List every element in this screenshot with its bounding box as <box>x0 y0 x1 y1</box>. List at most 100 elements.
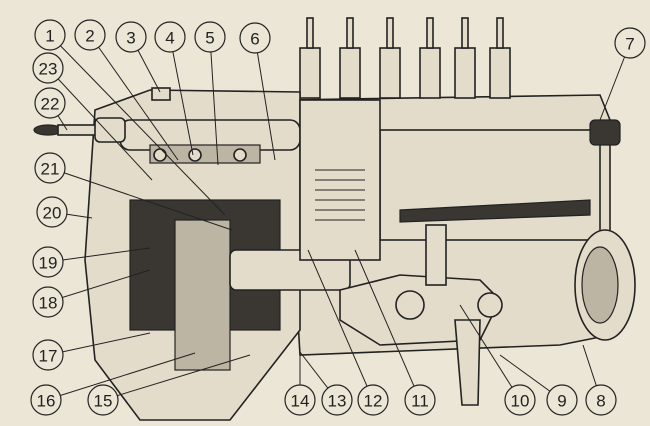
callout-number: 2 <box>85 27 94 46</box>
delivery-pipe-stub <box>426 17 434 49</box>
leader-line-16 <box>45 352 196 401</box>
callout-4: 4 <box>154 21 186 53</box>
callout-number: 13 <box>328 392 347 411</box>
callout-circle <box>504 384 536 416</box>
callout-number: 21 <box>41 160 60 179</box>
callout-18: 18 <box>32 286 64 318</box>
delivery-valve-holder <box>339 47 361 99</box>
callout-circle <box>34 19 66 51</box>
callout-number: 12 <box>364 392 383 411</box>
leader-line-6 <box>254 37 276 161</box>
delivery-valve-holders <box>299 17 511 99</box>
callout-circle <box>614 27 646 59</box>
callout-circle <box>585 384 617 416</box>
plunger-spring <box>315 169 365 221</box>
callout-circle <box>154 21 186 53</box>
leader-line-12 <box>307 249 374 401</box>
leader-line-1 <box>49 34 226 216</box>
callout-number: 3 <box>126 29 135 48</box>
leader-line-11 <box>354 249 421 401</box>
callout-circle <box>34 87 66 119</box>
delivery-pipe-stub <box>461 17 469 49</box>
callout-number: 20 <box>43 204 62 223</box>
callout-circle <box>32 286 64 318</box>
bolt <box>188 148 202 162</box>
callout-number: 1 <box>45 27 54 46</box>
callout-circle <box>74 19 106 51</box>
callout-circle <box>30 384 62 416</box>
callout-17: 17 <box>32 339 64 371</box>
delivery-valve-holder <box>379 47 401 99</box>
leader-line-21 <box>49 167 233 231</box>
inlet-union <box>94 117 126 143</box>
callout-circle <box>32 246 64 278</box>
delivery-pipe-stub <box>386 17 394 49</box>
callout-1: 1 <box>34 19 66 51</box>
callout-2: 2 <box>74 19 106 51</box>
delivery-valve-holder <box>419 47 441 99</box>
leader-line-15 <box>102 354 251 401</box>
callout-6: 6 <box>239 22 271 54</box>
callout-10: 10 <box>504 384 536 416</box>
callout-circle <box>32 339 64 371</box>
callout-number: 11 <box>411 392 429 411</box>
callout-number: 22 <box>41 95 60 114</box>
callout-number: 18 <box>39 294 58 313</box>
callout-23: 23 <box>32 52 64 84</box>
filler-cap <box>151 87 171 101</box>
sediment-bowl <box>454 319 481 406</box>
delivery-valve-holder <box>299 47 321 99</box>
callout-19: 19 <box>32 246 64 278</box>
housing-shadow <box>399 199 591 223</box>
feed-pump-nut <box>395 290 425 320</box>
bolt <box>153 148 167 162</box>
callout-14: 14 <box>284 384 316 416</box>
callout-number: 8 <box>596 392 605 411</box>
callout-9: 9 <box>546 384 578 416</box>
delivery-pipe-stub <box>346 17 354 49</box>
callout-13: 13 <box>321 384 353 416</box>
callout-12: 12 <box>357 384 389 416</box>
callout-22: 22 <box>34 87 66 119</box>
bolt <box>233 148 247 162</box>
callout-11: 11 <box>404 384 436 416</box>
callout-8: 8 <box>585 384 617 416</box>
callout-20: 20 <box>36 196 68 228</box>
callout-number: 19 <box>39 254 58 273</box>
callout-circle <box>87 384 119 416</box>
delivery-pipe-stub <box>496 17 504 49</box>
delivery-valve-holder <box>489 47 511 99</box>
callout-number: 6 <box>250 30 259 49</box>
callout-21: 21 <box>34 152 66 184</box>
callout-circle <box>546 384 578 416</box>
callout-7: 7 <box>614 27 646 59</box>
callout-number: 10 <box>511 392 530 411</box>
callout-circle <box>36 196 68 228</box>
callout-circle <box>239 22 271 54</box>
callout-circle <box>115 21 147 53</box>
housing-side-panel <box>379 129 601 241</box>
leader-line-4 <box>169 36 194 156</box>
callout-number: 15 <box>94 392 113 411</box>
callout-number: 23 <box>39 60 58 79</box>
leader-line-5 <box>209 36 219 166</box>
callout-circle <box>357 384 389 416</box>
callout-circle <box>194 21 226 53</box>
callout-number: 16 <box>37 392 56 411</box>
callout-5: 5 <box>194 21 226 53</box>
governor-weights <box>174 219 231 371</box>
leader-line-23 <box>47 67 153 181</box>
leader-line-18 <box>47 269 151 303</box>
breather <box>589 119 621 146</box>
callout-number: 14 <box>291 392 310 411</box>
callout-number: 7 <box>625 35 634 54</box>
callout-number: 9 <box>557 392 566 411</box>
leader-line-10 <box>459 304 521 401</box>
delivery-pipe-stub <box>306 17 314 49</box>
leader-line-19 <box>47 247 151 263</box>
callout-circle <box>284 384 316 416</box>
callout-circle <box>404 384 436 416</box>
callout-circle <box>34 152 66 184</box>
